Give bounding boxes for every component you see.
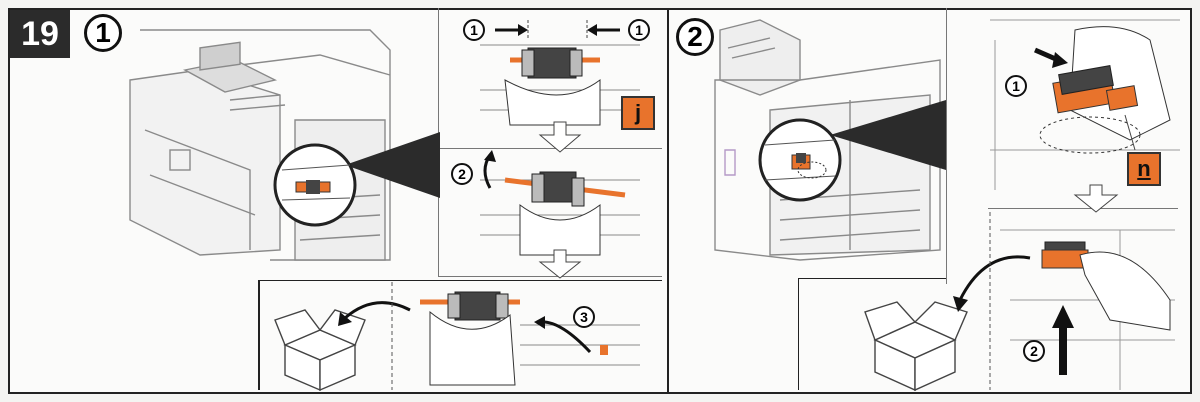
section-2-marker: 2 — [676, 18, 714, 56]
n-push-marker: 1 — [1005, 75, 1027, 97]
panel-divider — [438, 148, 662, 149]
section-divider — [667, 8, 669, 394]
roller-part-code: j — [634, 100, 642, 125]
panel-divider — [798, 278, 799, 390]
panel-divider — [798, 278, 946, 279]
rotate-marker: 2 — [451, 163, 473, 185]
panel-divider — [946, 8, 947, 284]
push-left-marker: 1 — [463, 19, 485, 41]
panel-divider — [438, 276, 662, 277]
panel-divider — [258, 280, 662, 281]
push-right-marker: 1 — [628, 19, 650, 41]
n-lift-marker: 2 — [1023, 340, 1045, 362]
remove-marker: 3 — [573, 306, 595, 328]
separator-part-code: n — [1137, 156, 1151, 181]
separator-part-tag: n — [1127, 152, 1161, 186]
step-number-badge: 19 — [10, 10, 70, 58]
roller-part-tag: j — [621, 96, 655, 130]
panel-divider — [258, 280, 260, 390]
section-1-marker: 1 — [84, 14, 122, 52]
panel-divider — [988, 208, 1178, 209]
